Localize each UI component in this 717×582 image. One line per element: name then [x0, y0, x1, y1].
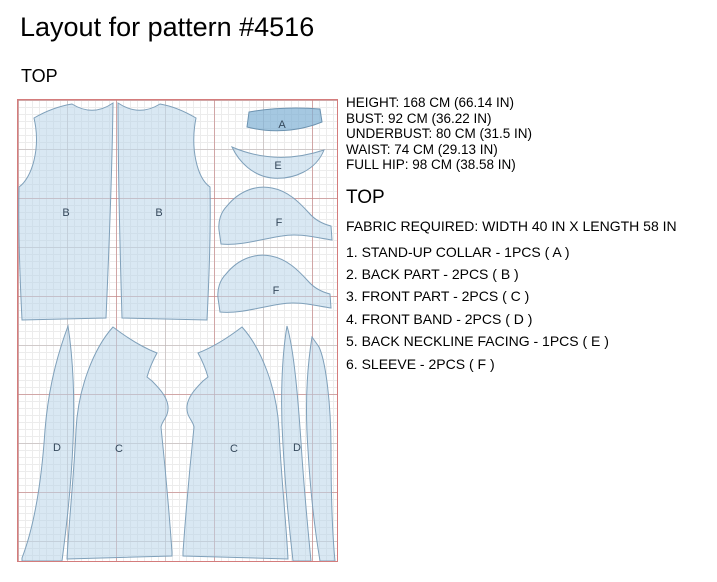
piece-label-e: E — [274, 160, 281, 172]
piece-label-f2: F — [273, 285, 280, 297]
measurement-underbust: UNDERBUST: 80 CM (31.5 IN) — [346, 126, 533, 141]
piece-label-f1: F — [276, 217, 283, 229]
measurement-waist: WAIST: 74 CM (29.13 IN) — [346, 141, 498, 157]
pattern-piece-sleeve-f2 — [217, 254, 332, 313]
info-column: HEIGHT: 168 CM (66.14 IN) BUST: 92 CM (3… — [346, 95, 712, 375]
pattern-piece-back-b1 — [18, 102, 114, 321]
measurement-full-hip: FULL HIP: 98 CM (38.58 IN) — [346, 157, 516, 172]
pattern-piece-facing-e — [230, 146, 325, 179]
piece-label-c2: C — [230, 443, 238, 455]
pattern-layout-board: A B B E F F D C C D — [17, 99, 338, 562]
pattern-piece-band-d1 — [21, 324, 75, 561]
fabric-required-line: FABRIC REQUIRED: WIDTH 40 IN X LENGTH 58… — [346, 217, 677, 234]
measurement-bust: BUST: 92 CM (36.22 IN) — [346, 110, 492, 126]
pattern-piece-sleeve-f1 — [218, 186, 333, 245]
piece-list-item-band: 4. FRONT BAND - 2PCS ( D ) — [346, 310, 533, 327]
pattern-piece-front-c1 — [66, 326, 173, 560]
piece-list-item-back: 2. BACK PART - 2PCS ( B ) — [346, 265, 519, 282]
pattern-piece-band-d2 — [281, 325, 312, 561]
piece-label-d1: D — [53, 442, 61, 454]
piece-label-c1: C — [115, 443, 123, 455]
section-label-top: TOP — [21, 66, 58, 86]
piece-list-item-sleeve: 6. SLEEVE - 2PCS ( F ) — [346, 355, 495, 372]
pattern-piece-back-b2 — [117, 102, 211, 321]
piece-label-d2: D — [293, 442, 301, 454]
piece-label-b2: B — [155, 207, 162, 219]
pattern-piece-edge-strip — [306, 335, 336, 561]
piece-label-b1: B — [62, 207, 69, 219]
piece-list-item-front: 3. FRONT PART - 2PCS ( C ) — [346, 288, 530, 305]
measurement-height: HEIGHT: 168 CM (66.14 IN) — [346, 95, 515, 110]
piece-label-a: A — [278, 119, 286, 131]
pattern-piece-collar-a — [246, 107, 323, 132]
details-heading: TOP — [346, 186, 385, 208]
piece-list: 1. STAND-UP COLLAR - 1PCS ( A ) 2. BACK … — [346, 241, 712, 375]
piece-list-item-collar: 1. STAND-UP COLLAR - 1PCS ( A ) — [346, 243, 570, 260]
piece-list-item-facing: 5. BACK NECKLINE FACING - 1PCS ( E ) — [346, 333, 609, 350]
page-title: Layout for pattern #4516 — [20, 12, 315, 42]
pattern-pieces-canvas: A B B E F F D C C D — [18, 102, 336, 561]
pattern-piece-front-c2 — [182, 326, 289, 560]
